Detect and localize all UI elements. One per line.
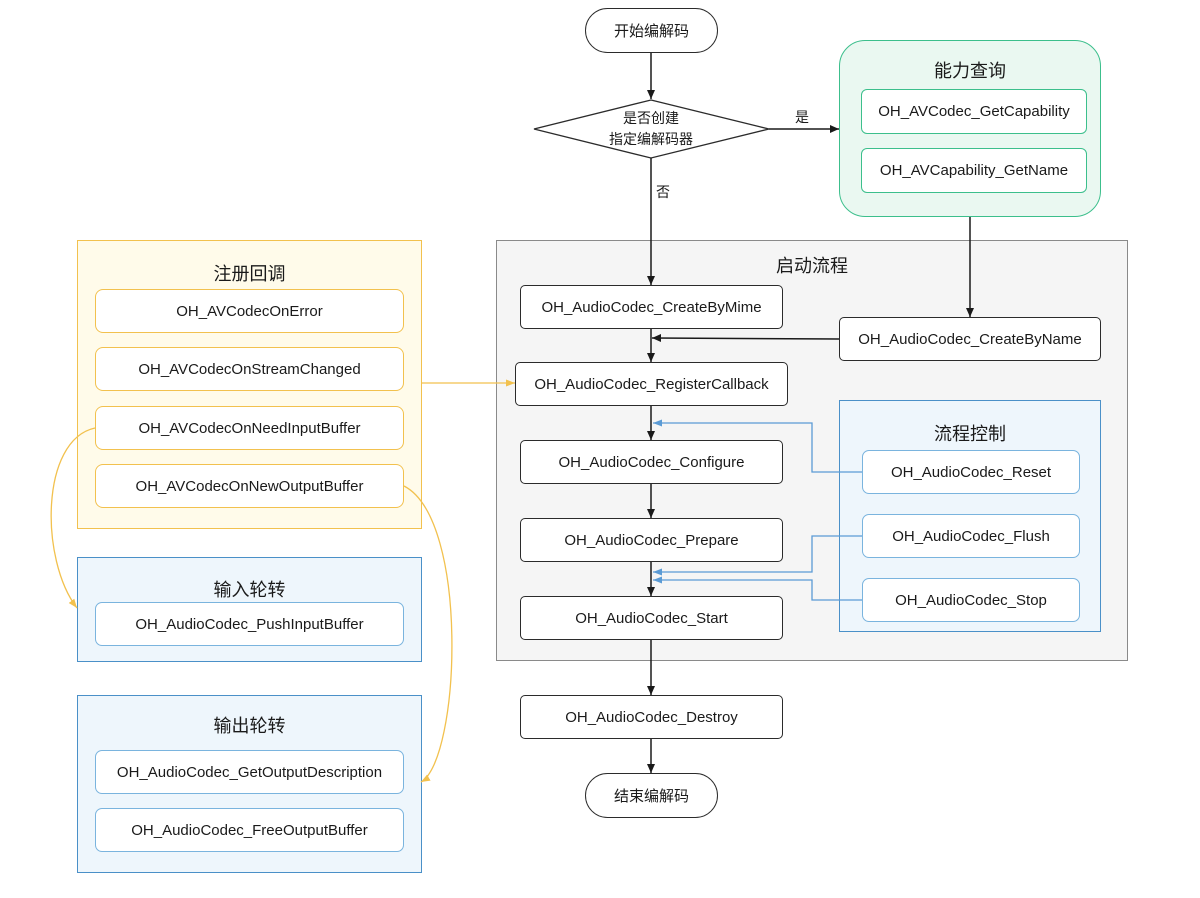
arrow-need-input-to-input-rotation <box>50 427 96 609</box>
end-terminal: 结束编解码 <box>585 773 718 818</box>
capability-get-capability: OH_AVCodec_GetCapability <box>861 89 1087 134</box>
yes-label: 是 <box>795 109 809 125</box>
decision-line-2: 指定编解码器 <box>609 131 693 147</box>
arrow-reset-to-configure <box>653 419 862 473</box>
callback-on-new-output-buffer: OH_AVCodecOnNewOutputBuffer <box>95 464 404 508</box>
push-input-buffer-node: OH_AudioCodec_PushInputBuffer <box>95 602 404 646</box>
capability-get-name: OH_AVCapability_GetName <box>861 148 1087 193</box>
get-output-description-node: OH_AudioCodec_GetOutputDescription <box>95 750 404 794</box>
flow-control-reset: OH_AudioCodec_Reset <box>862 450 1080 494</box>
arrow-new-output-to-output-rotation <box>403 485 453 783</box>
arrow-stop-to-start <box>653 576 862 601</box>
register-callbacks-title: 注册回调 <box>213 264 286 284</box>
no-label: 否 <box>656 184 670 200</box>
callback-on-need-input-buffer: OH_AVCodecOnNeedInputBuffer <box>95 406 404 450</box>
start-terminal: 开始编解码 <box>585 8 718 53</box>
create-by-name-node: OH_AudioCodec_CreateByName <box>839 317 1101 361</box>
flow-control-title: 流程控制 <box>934 424 1006 444</box>
capability-query-title: 能力查询 <box>934 61 1006 81</box>
decision-line-1: 是否创建 <box>623 110 679 126</box>
free-output-buffer-node: OH_AudioCodec_FreeOutputBuffer <box>95 808 404 852</box>
start-node: OH_AudioCodec_Start <box>520 596 783 640</box>
configure-node: OH_AudioCodec_Configure <box>520 440 783 484</box>
callback-on-error: OH_AVCodecOnError <box>95 289 404 333</box>
startup-flow-title: 启动流程 <box>776 256 848 276</box>
callback-on-stream-changed: OH_AVCodecOnStreamChanged <box>95 347 404 391</box>
output-rotation-title: 输出轮转 <box>213 716 286 736</box>
decision-label: 是否创建 指定编解码器 <box>570 108 732 150</box>
prepare-node: OH_AudioCodec_Prepare <box>520 518 783 562</box>
flow-control-flush: OH_AudioCodec_Flush <box>862 514 1080 558</box>
destroy-node: OH_AudioCodec_Destroy <box>520 695 783 739</box>
register-callback-node: OH_AudioCodec_RegisterCallback <box>515 362 788 406</box>
arrow-flush-to-start <box>653 535 862 576</box>
input-rotation-title: 输入轮转 <box>213 580 286 600</box>
flow-control-stop: OH_AudioCodec_Stop <box>862 578 1080 622</box>
create-by-mime-node: OH_AudioCodec_CreateByMime <box>520 285 783 329</box>
arrow-create-by-name-to-main <box>651 334 840 343</box>
